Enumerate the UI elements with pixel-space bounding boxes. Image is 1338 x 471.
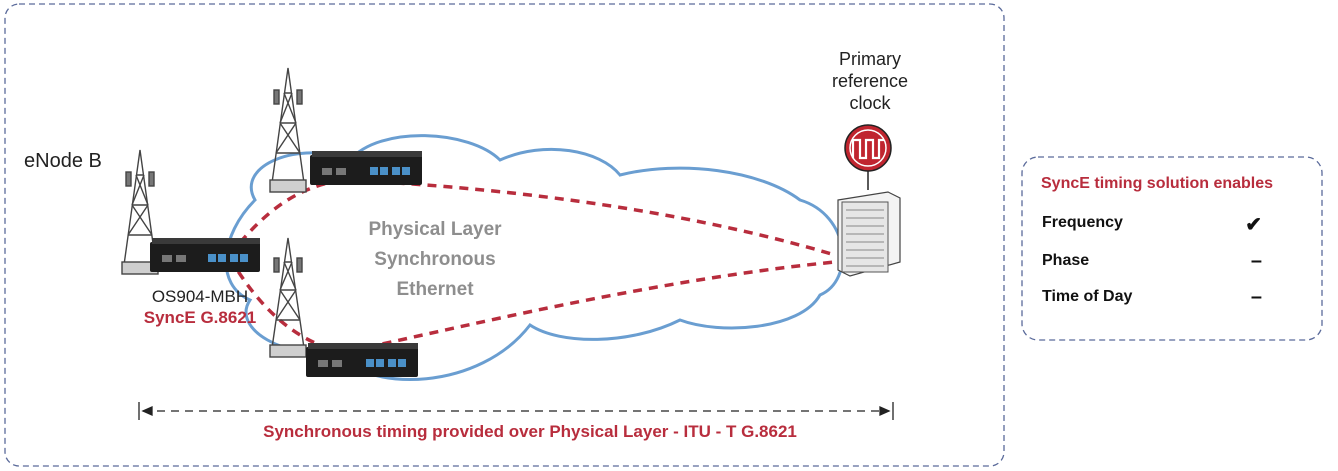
- sync-standard-label: SyncE G.8621: [143, 308, 257, 327]
- panel-frame: [1021, 156, 1323, 341]
- switch-device-icon: [306, 343, 418, 377]
- link-bottom: [228, 257, 836, 354]
- dash-icon: –: [1250, 250, 1262, 272]
- prc-label-line: Primary: [839, 49, 901, 69]
- panel-row-label: Frequency: [1042, 214, 1123, 231]
- main-frame: [4, 3, 1005, 467]
- check-icon: ✔: [1245, 214, 1262, 236]
- span-dimension-line: [138, 402, 894, 420]
- panel-row-label: Time of Day: [1042, 288, 1133, 305]
- device-label: OS904-MBH: [151, 287, 249, 306]
- enodeb-label: eNode B: [24, 150, 102, 172]
- panel-row-frequency: Frequency ✔: [1042, 214, 1272, 238]
- cloud-label-line: Physical Layer: [368, 219, 502, 240]
- cloud-label-line: Ethernet: [396, 279, 474, 300]
- switch-device-icon: [150, 238, 260, 272]
- cell-tower-icon: [269, 67, 307, 193]
- panel-title: SyncE timing solution enables: [1041, 175, 1274, 192]
- bottom-caption: Synchronous timing provided over Physica…: [263, 422, 797, 441]
- prc-label-line: clock: [849, 93, 891, 113]
- prc-label: Primary reference clock: [815, 48, 925, 114]
- server-rack-icon: [837, 191, 901, 277]
- panel-row-time-of-day: Time of Day –: [1042, 286, 1272, 312]
- panel-row-label: Phase: [1042, 252, 1090, 269]
- cloud-label: Physical Layer Synchronous Ethernet: [345, 215, 525, 305]
- clock-pulse-icon: [844, 124, 892, 190]
- link-top: [228, 178, 836, 257]
- cell-tower-icon: [269, 237, 307, 358]
- prc-label-line: reference: [831, 71, 909, 91]
- switch-device-icon: [310, 151, 422, 185]
- panel-row-phase: Phase –: [1042, 250, 1272, 276]
- cloud-label-line: Synchronous: [374, 249, 496, 270]
- synce-links: [228, 178, 836, 354]
- dash-icon: –: [1250, 286, 1262, 308]
